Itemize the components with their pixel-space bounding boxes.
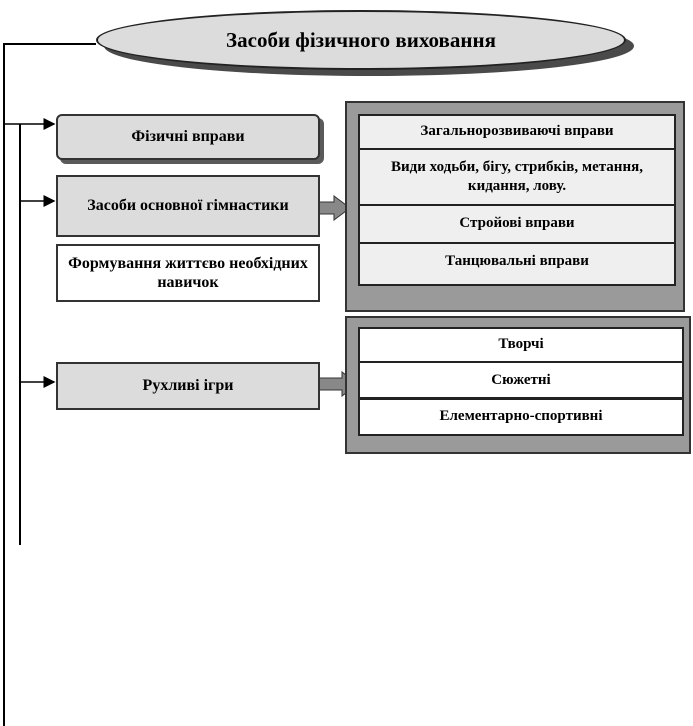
games-item-label: Сюжетні — [491, 372, 551, 388]
gymnastics-item: Загальнорозвиваючі вправи — [358, 114, 676, 150]
physical-exercises-label: Фізичні вправи — [131, 128, 245, 146]
gymnastics-item: Види ходьби, бігу, стрибків, метання, ки… — [358, 148, 676, 206]
gymnastics-item: Стройові вправи — [358, 204, 676, 244]
outdoor-games-label: Рухливі ігри — [142, 377, 234, 395]
basic-gymnastics-box: Засоби основної гімнастики — [56, 175, 320, 237]
life-skills-label: Формування життєво необхідних навичок — [68, 254, 308, 291]
gymnastics-item-label: Види ходьби, бігу, стрибків, метання, ки… — [391, 158, 643, 195]
games-item: Елементарно-спортивні — [358, 398, 684, 436]
life-skills-box: Формування життєво необхідних навичок — [56, 244, 320, 302]
games-item: Творчі — [358, 327, 684, 363]
gymnastics-item: Танцювальні вправи — [358, 242, 676, 286]
title-ellipse: Засоби фізичного виховання — [96, 10, 626, 70]
outdoor-games-box: Рухливі ігри — [56, 362, 320, 410]
gymnastics-item-label: Стройові вправи — [459, 215, 575, 232]
games-item-label: Творчі — [498, 336, 544, 353]
basic-gymnastics-label: Засоби основної гімнастики — [87, 197, 289, 215]
games-item: Сюжетні — [358, 361, 684, 399]
games-item-label: Елементарно-спортивні — [439, 408, 603, 425]
physical-exercises-box: Фізичні вправи — [56, 114, 320, 160]
gymnastics-item-label: Танцювальні вправи — [445, 253, 589, 269]
main-trunk-line — [3, 43, 96, 726]
gymnastics-item-label: Загальнорозвиваючі вправи — [420, 123, 614, 140]
title-text: Засоби фізичного виховання — [226, 27, 496, 52]
